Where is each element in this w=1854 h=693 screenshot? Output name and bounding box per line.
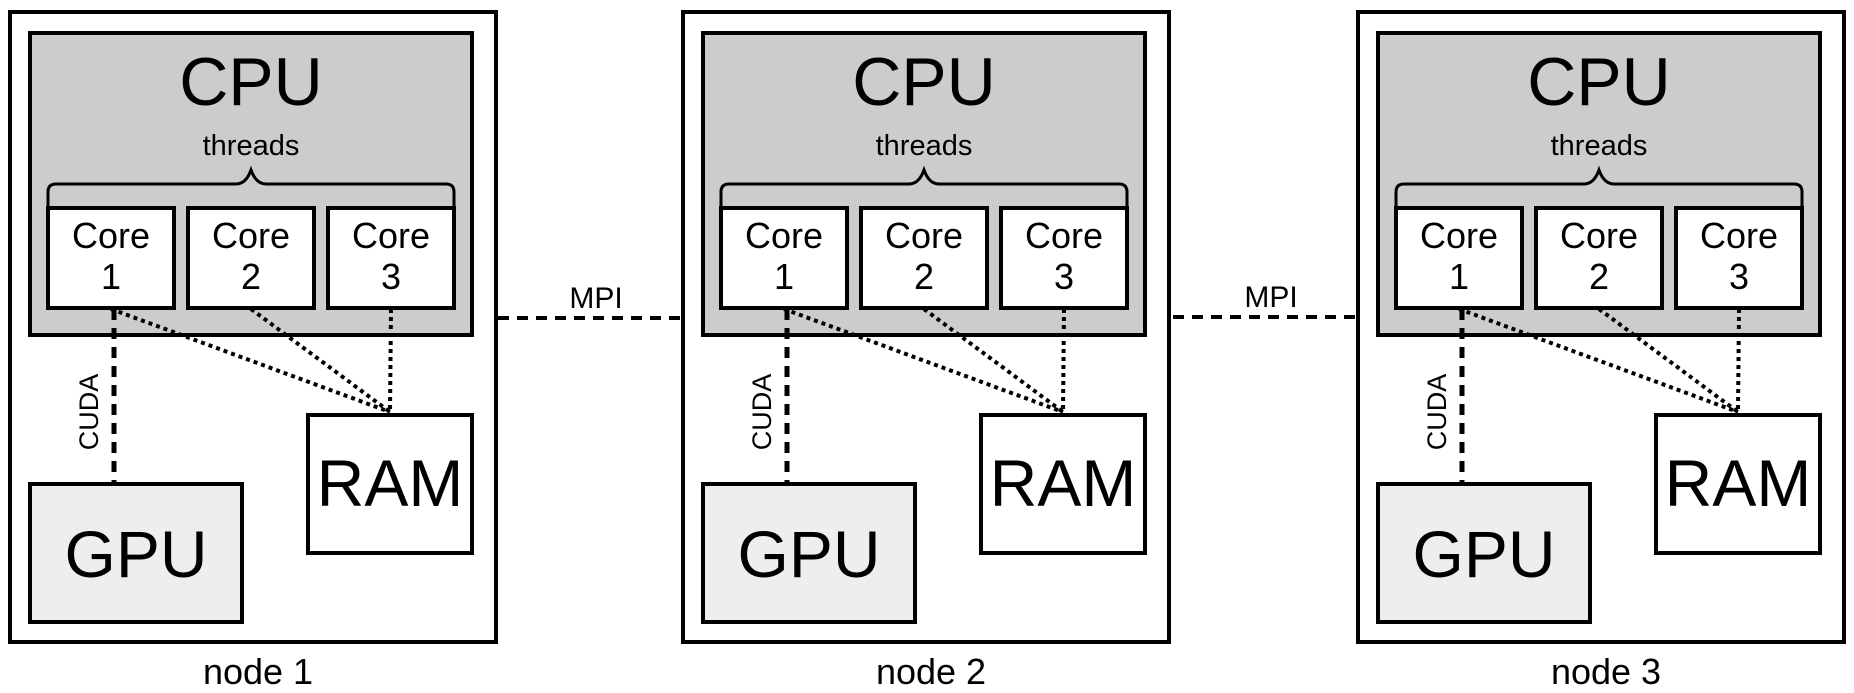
core-number: 2 [241, 256, 261, 297]
core-ram-link [249, 307, 392, 414]
node-label: node 2 [876, 651, 986, 692]
threads-brace [1394, 165, 1804, 208]
cuda-label: CUDA [1422, 374, 1452, 451]
core-number: 2 [914, 256, 934, 297]
core-label: Core [1560, 215, 1638, 256]
core-box [326, 206, 456, 310]
core-label: Core [1700, 215, 1778, 256]
core-label: Core [745, 215, 823, 256]
ram-label: RAM [317, 446, 464, 520]
gpu-label: GPU [64, 517, 207, 591]
core-ram-link [388, 308, 393, 413]
cuda-label: CUDA [747, 374, 777, 451]
threads-label: threads [876, 130, 973, 162]
ram-label: RAM [990, 446, 1137, 520]
core-box [1394, 206, 1524, 310]
threads-brace [46, 165, 456, 208]
ram-box [1654, 413, 1822, 555]
core-ram-link [1458, 307, 1739, 414]
core-number: 3 [1054, 256, 1074, 297]
mpi-link-1: MPI [498, 282, 681, 320]
core-number: 3 [1729, 256, 1749, 297]
core-box [999, 206, 1129, 310]
core-box [46, 206, 176, 310]
core-ram-link [1061, 308, 1066, 413]
core-number: 1 [101, 256, 121, 297]
mpi-label: MPI [569, 282, 622, 315]
core-box [1534, 206, 1664, 310]
core-ram-link [1597, 307, 1740, 414]
core-number: 1 [774, 256, 794, 297]
threads-brace [719, 165, 1129, 208]
core-label: Core [72, 215, 150, 256]
core-ram-link [1736, 308, 1741, 413]
core-label: Core [885, 215, 963, 256]
core-box [186, 206, 316, 310]
core-label: Core [1025, 215, 1103, 256]
core-ram-link [783, 307, 1064, 414]
cpu-label: CPU [179, 44, 323, 120]
cuda-label: CUDA [74, 374, 104, 451]
node-label: node 1 [203, 651, 313, 692]
core-box [719, 206, 849, 310]
core-number: 1 [1449, 256, 1469, 297]
gpu-box [1376, 482, 1592, 624]
node-1: CPUthreadsCore1Core2Core3CUDAGPURAMnode … [8, 10, 498, 692]
core-number: 3 [381, 256, 401, 297]
core-label: Core [1420, 215, 1498, 256]
node-2: CPUthreadsCore1Core2Core3CUDAGPURAMnode … [681, 10, 1171, 692]
node-3: CPUthreadsCore1Core2Core3CUDAGPURAMnode … [1356, 10, 1846, 692]
threads-label: threads [203, 130, 300, 162]
gpu-label: GPU [737, 517, 880, 591]
cpu-label: CPU [852, 44, 996, 120]
core-ram-link [110, 307, 391, 414]
core-label: Core [212, 215, 290, 256]
gpu-label: GPU [1412, 517, 1555, 591]
core-label: Core [352, 215, 430, 256]
ram-label: RAM [1665, 446, 1812, 520]
cpu-label: CPU [1527, 44, 1671, 120]
ram-box [979, 413, 1147, 555]
core-ram-link [922, 307, 1065, 414]
core-box [859, 206, 989, 310]
core-box [1674, 206, 1804, 310]
ram-box [306, 413, 474, 555]
core-number: 2 [1589, 256, 1609, 297]
node-label: node 3 [1551, 651, 1661, 692]
threads-label: threads [1551, 130, 1648, 162]
gpu-box [701, 482, 917, 624]
mpi-link-2: MPI [1173, 281, 1356, 319]
gpu-box [28, 482, 244, 624]
mpi-label: MPI [1244, 281, 1297, 314]
